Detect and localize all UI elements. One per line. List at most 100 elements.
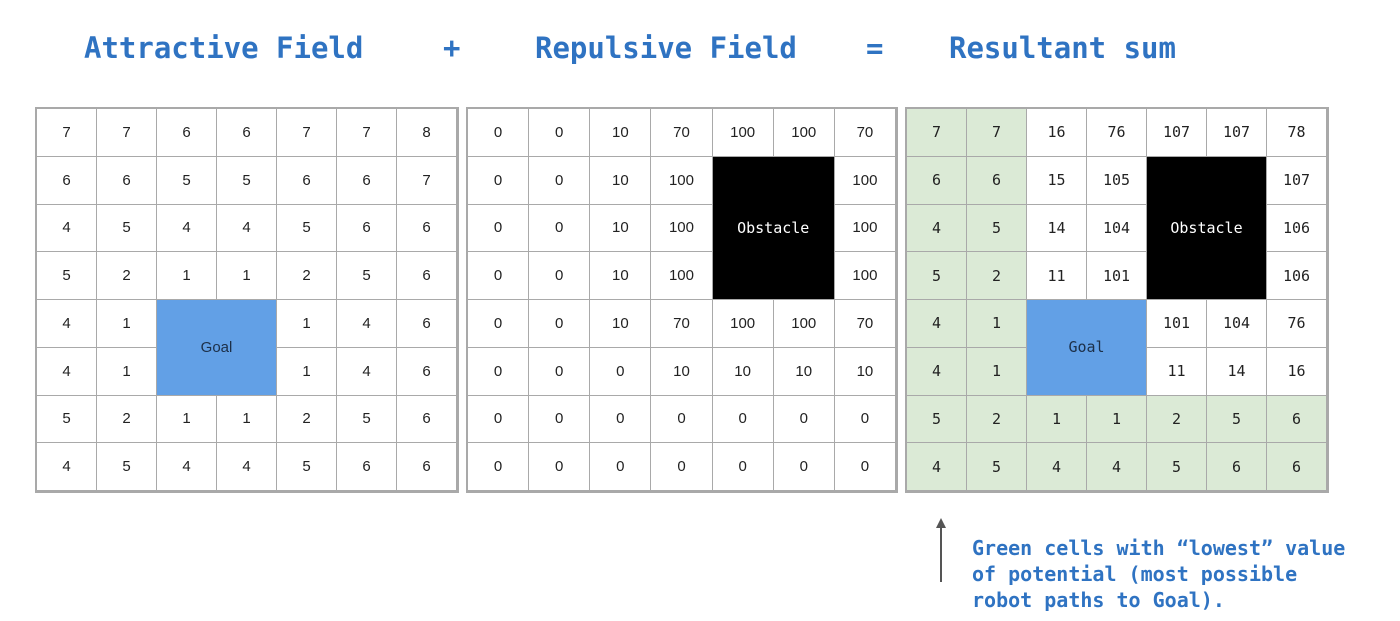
grid-cell: 4 — [157, 443, 217, 491]
grid-cell: 0 — [651, 395, 713, 444]
grid-cell: 1 — [217, 395, 277, 444]
grid-cell: 16 — [1267, 347, 1327, 396]
grid-cell: 1 — [277, 347, 337, 396]
grid-cell: 10 — [834, 347, 896, 396]
obstacle-region: Obstacle — [1147, 156, 1267, 300]
grid-cell: 70 — [834, 300, 896, 348]
grid-cell: 5 — [37, 395, 97, 444]
grid-cell: 0 — [529, 300, 591, 348]
goal-region: Goal — [1027, 300, 1147, 396]
grid-cell: 106 — [1267, 204, 1327, 253]
grid-cell: 101 — [1147, 300, 1207, 348]
grid-cell: 1 — [217, 252, 277, 300]
grid-cell: 107 — [1207, 109, 1267, 157]
plus-sign: + — [443, 31, 461, 65]
grid-cell: 5 — [967, 204, 1027, 253]
grid-cell: 5 — [337, 395, 397, 444]
grid-cell: 5 — [37, 252, 97, 300]
grid-cell: 1 — [97, 300, 157, 348]
grid-cell: 78 — [1267, 109, 1327, 157]
grid-cell: 2 — [277, 395, 337, 444]
grid-cell: 1 — [157, 252, 217, 300]
grid-cell: 0 — [468, 395, 530, 444]
grid-cell: 5 — [907, 252, 967, 300]
grid-cell: 100 — [834, 204, 896, 253]
grid-cell: 4 — [37, 347, 97, 396]
grid-cell: 6 — [277, 156, 337, 205]
grid-cell: 0 — [529, 204, 591, 253]
grid-cell: 7 — [967, 109, 1027, 157]
grid-cell: 4 — [907, 347, 967, 396]
grid-cell: 6 — [217, 109, 277, 157]
grid-cell: 5 — [337, 252, 397, 300]
grid-cell: 1 — [1087, 395, 1147, 444]
grid-cell: 4 — [907, 300, 967, 348]
grid-cell: 100 — [651, 156, 713, 205]
grid-cell: 0 — [468, 300, 530, 348]
grid-cell: 4 — [37, 300, 97, 348]
grid-cell: 0 — [529, 395, 591, 444]
grid-cell: 107 — [1147, 109, 1207, 157]
grid-cell: 7 — [277, 109, 337, 157]
grid-cell: 5 — [217, 156, 277, 205]
grid-cell: 0 — [529, 347, 591, 396]
grid-cell: 70 — [834, 109, 896, 157]
grid-cell: 0 — [834, 395, 896, 444]
grid-cell: 101 — [1087, 252, 1147, 300]
grid-cell: 4 — [1027, 443, 1087, 491]
grid-cell: 0 — [590, 443, 652, 491]
grid-cell: 5 — [277, 204, 337, 253]
grid-cell: 6 — [37, 156, 97, 205]
grid-cell: 4 — [337, 300, 397, 348]
grid-cell: 2 — [967, 252, 1027, 300]
obstacle-region: Obstacle — [712, 156, 835, 300]
grid-cell: 70 — [651, 300, 713, 348]
grid-cell: 10 — [590, 109, 652, 157]
grid-cell: 6 — [157, 109, 217, 157]
grid-cell: 1 — [277, 300, 337, 348]
grid-cell: 104 — [1207, 300, 1267, 348]
grid-cell: 0 — [529, 109, 591, 157]
grid-cell: 6 — [337, 204, 397, 253]
grid-cell: 0 — [590, 347, 652, 396]
grid-cell: 100 — [651, 252, 713, 300]
grid-cell: 1 — [97, 347, 157, 396]
grid-cell: 10 — [773, 347, 835, 396]
grid-cell: 6 — [337, 156, 397, 205]
grid-cell: 2 — [277, 252, 337, 300]
grid-cell: 0 — [773, 443, 835, 491]
grid-cell: 11 — [1027, 252, 1087, 300]
grid-cell: 10 — [590, 300, 652, 348]
grid-cell: 6 — [1267, 395, 1327, 444]
grid-cell: 11 — [1147, 347, 1207, 396]
grid-cell: 0 — [468, 443, 530, 491]
grid-cell: 0 — [712, 443, 774, 491]
grid-cell: 2 — [97, 395, 157, 444]
grid-cell: 7 — [397, 156, 457, 205]
grid-cell: 4 — [217, 204, 277, 253]
grid-cell: 6 — [397, 300, 457, 348]
grid-cell: 10 — [590, 156, 652, 205]
grid-cell: 6 — [1267, 443, 1327, 491]
grid-cell: 5 — [277, 443, 337, 491]
grid-cell: 5 — [157, 156, 217, 205]
grid-cell: 10 — [712, 347, 774, 396]
grid-cell: 4 — [337, 347, 397, 396]
grid-cell: 0 — [529, 156, 591, 205]
grid-cell: 4 — [907, 204, 967, 253]
grid-cell: 6 — [397, 347, 457, 396]
grid-cell: 5 — [97, 204, 157, 253]
grid-cell: 1 — [967, 347, 1027, 396]
grid-cell: 6 — [97, 156, 157, 205]
grid-cell: 4 — [37, 204, 97, 253]
equals-sign: = — [866, 31, 884, 65]
grid-cell: 5 — [1207, 395, 1267, 444]
grid-cell: 14 — [1207, 347, 1267, 396]
goal-region: Goal — [157, 300, 277, 396]
arrow-up-icon-glyph — [936, 518, 946, 582]
grid-cell: 2 — [1147, 395, 1207, 444]
grid-cell: 7 — [97, 109, 157, 157]
grid-cell: 76 — [1087, 109, 1147, 157]
